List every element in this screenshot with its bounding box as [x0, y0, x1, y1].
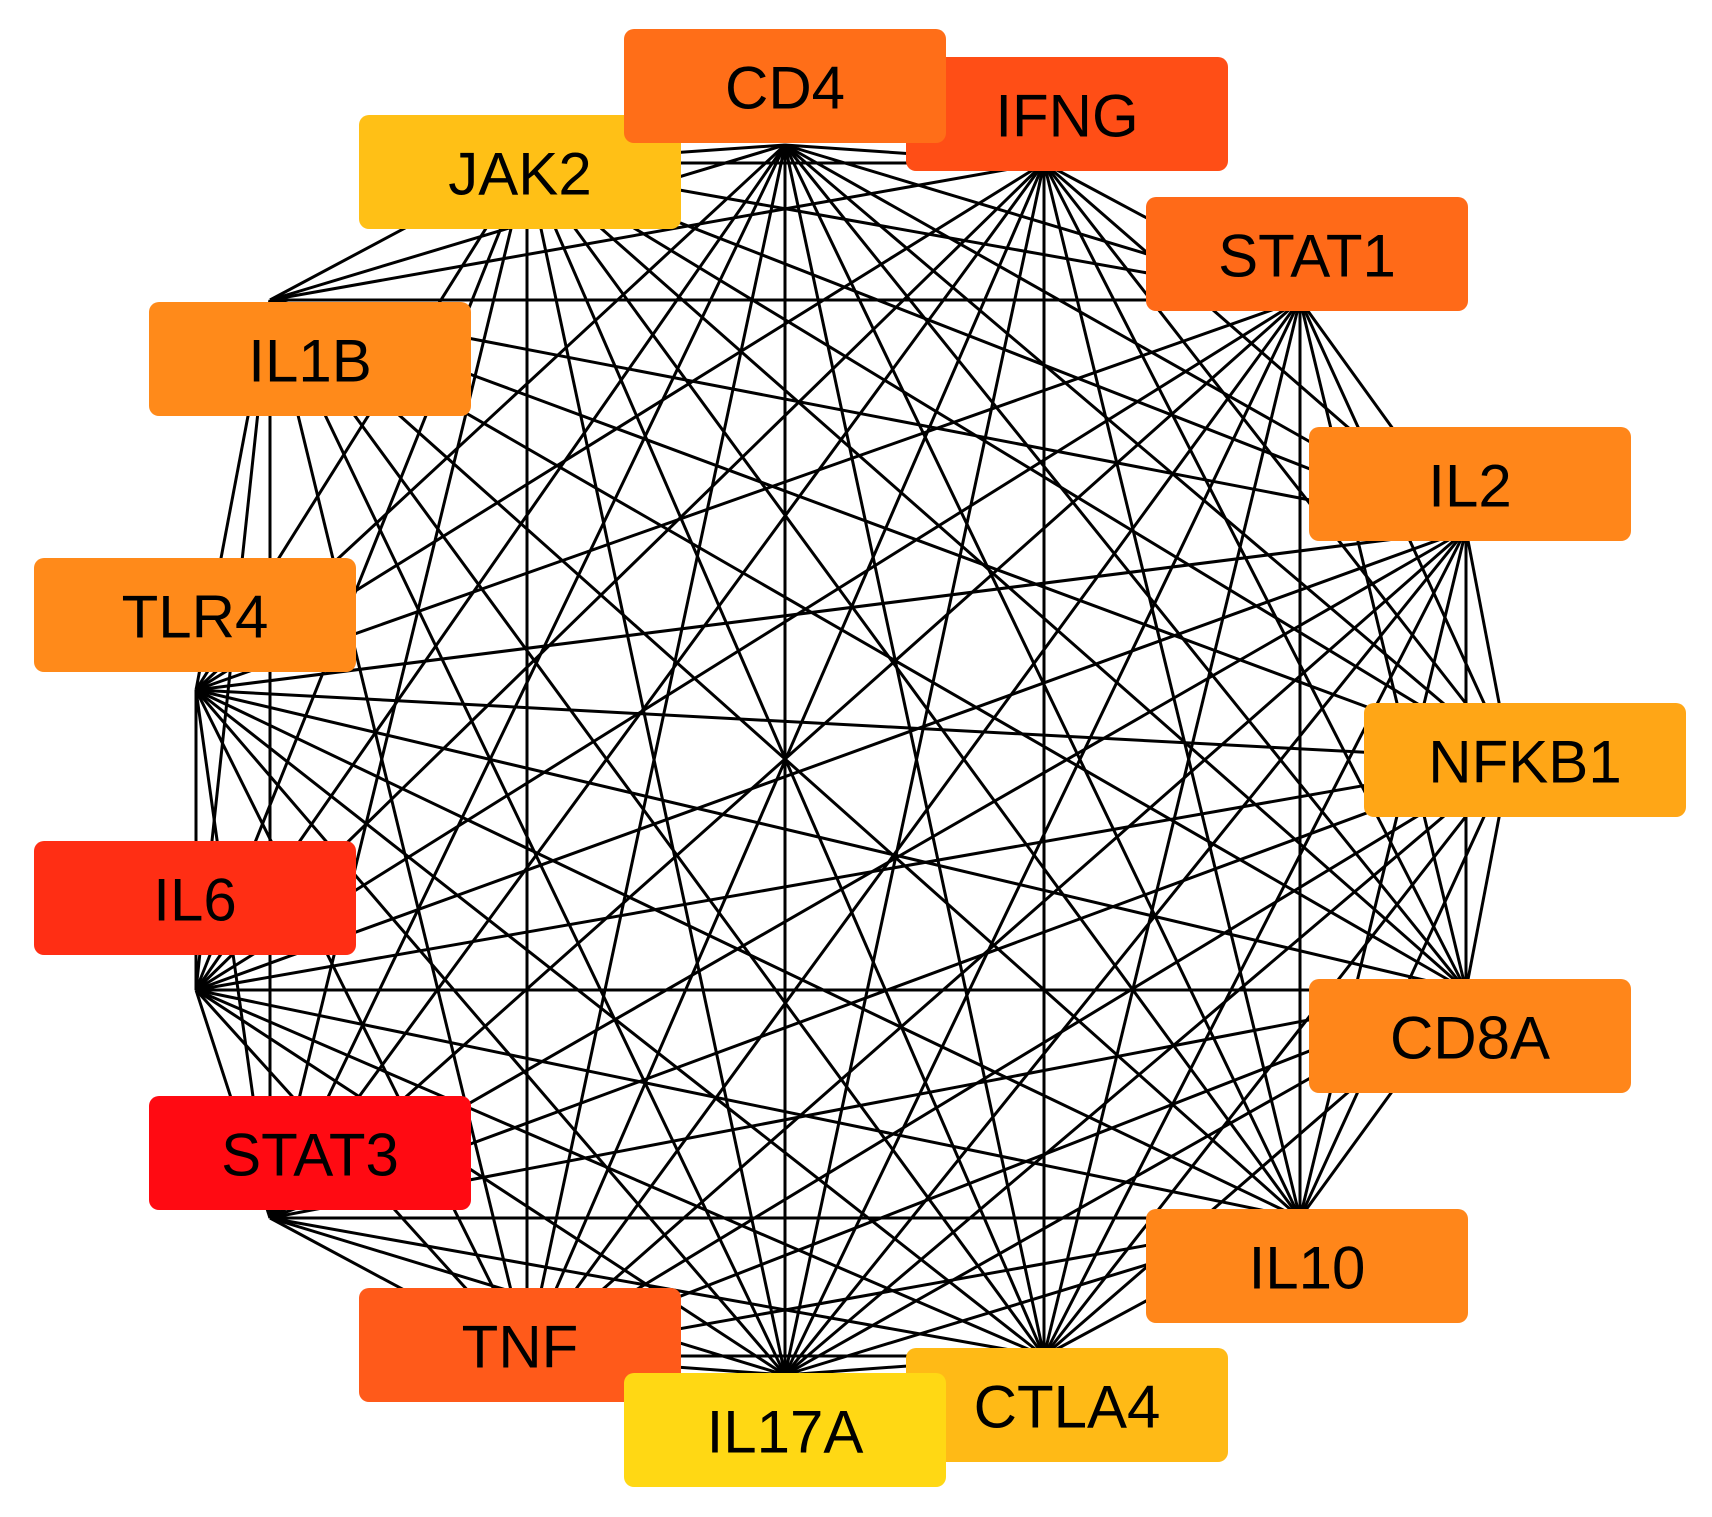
edge-il17a-jak2: [525, 162, 787, 1376]
edge-il2-tlr4: [195, 528, 1467, 692]
edge-ifng-il1b: [269, 161, 1045, 302]
node-box-cd8a: [1309, 979, 1631, 1093]
edge-ctla4-il1b: [268, 299, 1046, 1357]
node-ctla4: CTLA4: [906, 1348, 1228, 1462]
node-stat1: STAT1: [1146, 197, 1468, 311]
edge-stat3-cd4: [268, 144, 787, 1219]
edge-nfkb1-tnf: [526, 758, 1511, 1358]
node-stat3: STAT3: [149, 1096, 471, 1210]
node-box-stat3: [149, 1096, 471, 1210]
edge-stat1-tnf: [525, 299, 1302, 1357]
edge-il10-jak2: [525, 162, 1302, 1219]
edge-il10-il6: [195, 988, 1301, 1220]
node-label-il17a: IL17A: [707, 1399, 864, 1466]
edge-tnf-tlr4: [194, 689, 529, 1357]
node-box-il1b: [149, 302, 471, 416]
edge-layer: [194, 143, 1512, 1377]
edge-ctla4-tlr4: [195, 688, 1045, 1358]
node-label-cd4: CD4: [725, 55, 845, 122]
node-box-il10: [1146, 1209, 1468, 1323]
node-box-nfkb1: [1364, 703, 1686, 817]
node-box-tlr4: [34, 558, 356, 672]
edge-tnf-cd4: [525, 144, 787, 1357]
edge-ifng-il10: [1042, 162, 1302, 1219]
edge-nfkb1-tlr4: [195, 688, 1511, 762]
node-il17a: IL17A: [624, 1373, 946, 1487]
node-label-cd8a: CD8A: [1390, 1005, 1550, 1072]
node-label-ctla4: CTLA4: [974, 1374, 1161, 1441]
node-box-stat1: [1146, 197, 1468, 311]
node-label-tnf: TNF: [462, 1314, 579, 1381]
node-box-jak2: [359, 115, 681, 229]
edge-cd8a-cd4: [783, 144, 1468, 991]
node-tlr4: TLR4: [34, 558, 356, 672]
node-il2: IL2: [1309, 427, 1631, 541]
node-label-il6: IL6: [153, 867, 236, 934]
node-cd4: CD4: [624, 29, 946, 143]
node-box-cd4: [624, 29, 946, 143]
node-box-il2: [1309, 427, 1631, 541]
edge-ifng-stat3: [268, 162, 1046, 1219]
node-label-il1b: IL1B: [248, 328, 371, 395]
edge-nfkb1-cd4: [784, 143, 1511, 762]
edge-cd8a-il1b: [269, 298, 1467, 992]
edge-il2-il10: [1298, 529, 1468, 1219]
edge-cd8a-tlr4: [195, 688, 1467, 992]
node-box-il6: [34, 841, 356, 955]
edge-nfkb1-il17a: [784, 758, 1511, 1377]
edge-il17a-il6: [195, 988, 786, 1377]
edge-stat1-cd8a: [1298, 299, 1468, 991]
node-tnf: TNF: [359, 1288, 681, 1402]
node-jak2: JAK2: [359, 115, 681, 229]
edge-nfkb1-il6: [195, 758, 1511, 992]
edge-il17a-tlr4: [194, 689, 787, 1376]
node-il6: IL6: [34, 841, 356, 955]
edge-nfkb1-jak2: [526, 161, 1511, 762]
node-label-jak2: JAK2: [448, 141, 591, 208]
edge-il2-il6: [195, 528, 1467, 992]
node-label-stat3: STAT3: [221, 1122, 399, 1189]
node-label-il10: IL10: [1249, 1235, 1366, 1302]
node-cd8a: CD8A: [1309, 979, 1631, 1093]
edge-stat1-il6: [195, 298, 1301, 992]
node-box-ifng: [906, 57, 1228, 171]
edge-nfkb1-il1b: [269, 298, 1511, 762]
node-il1b: IL1B: [149, 302, 471, 416]
edge-ifng-nfkb1: [1042, 162, 1512, 761]
edge-ctla4-cd4: [783, 144, 1046, 1357]
node-label-stat1: STAT1: [1218, 223, 1396, 290]
edge-nfkb1-ctla4: [1042, 759, 1512, 1357]
edge-stat3-jak2: [268, 162, 529, 1219]
node-ifng: IFNG: [906, 57, 1228, 171]
node-label-nfkb1: NFKB1: [1428, 729, 1621, 796]
edge-stat1-ctla4: [1042, 299, 1302, 1357]
edge-il10-cd4: [783, 144, 1302, 1219]
node-label-tlr4: TLR4: [122, 584, 269, 651]
node-nfkb1: NFKB1: [1364, 703, 1686, 817]
edge-stat1-tlr4: [195, 298, 1301, 692]
edge-ctla4-stat3: [269, 1216, 1045, 1358]
node-label-ifng: IFNG: [995, 83, 1138, 150]
node-label-il2: IL2: [1428, 453, 1511, 520]
node-box-tnf: [359, 1288, 681, 1402]
edge-ctla4-il6: [195, 988, 1045, 1358]
edge-tnf-il1b: [268, 299, 529, 1357]
edge-il2-il17a: [783, 529, 1468, 1376]
node-box-il17a: [624, 1373, 946, 1487]
edge-stat1-il17a: [783, 299, 1302, 1376]
edge-cd8a-jak2: [526, 161, 1467, 992]
node-box-ctla4: [906, 1348, 1228, 1462]
node-il10: IL10: [1146, 1209, 1468, 1323]
